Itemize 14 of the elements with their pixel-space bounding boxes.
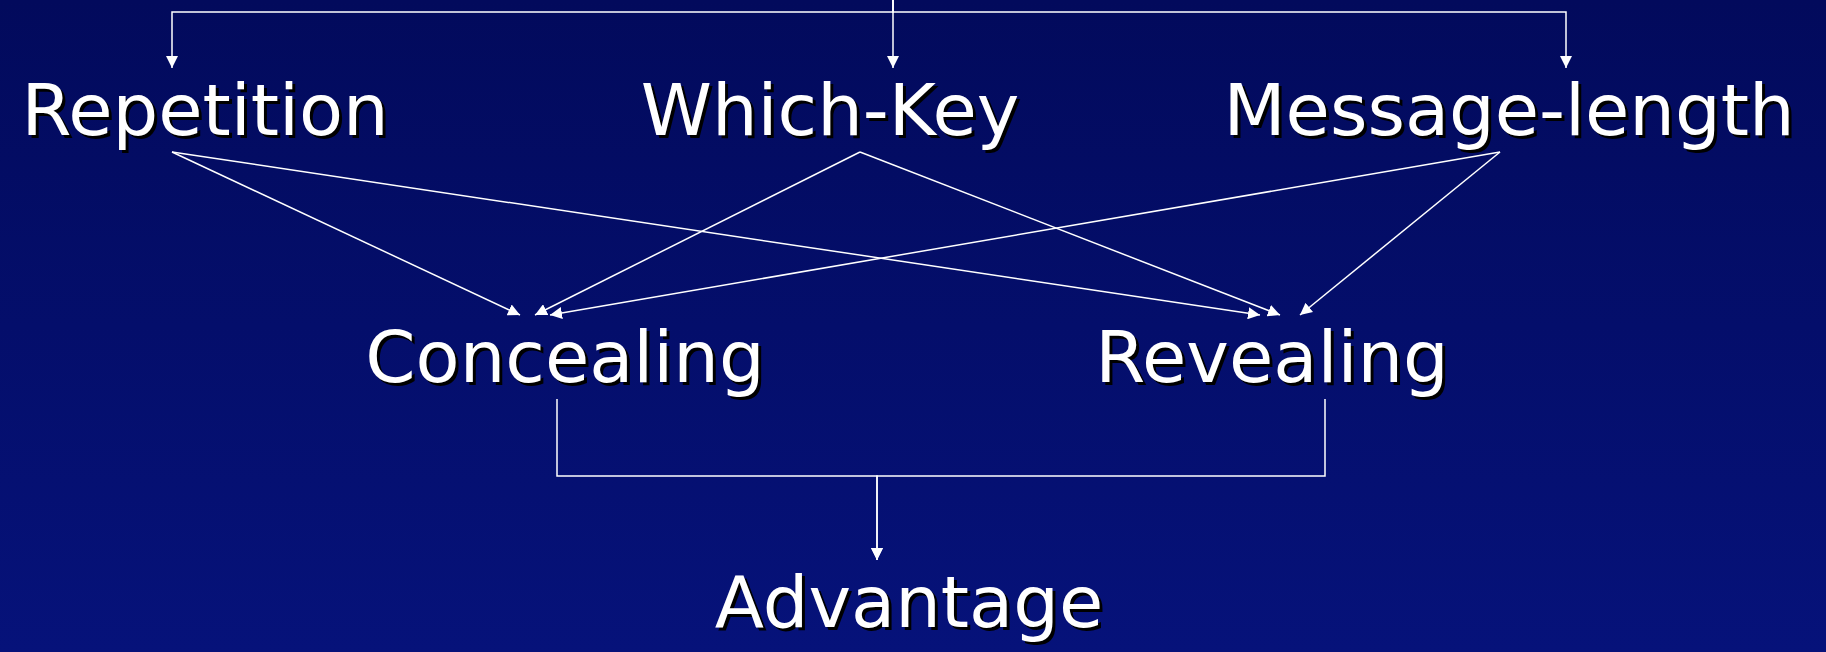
node-label: Concealing [355, 315, 775, 399]
arrow [871, 398, 1326, 561]
arrow [171, 151, 1261, 320]
arrow [171, 151, 521, 316]
node-label: Repetition [10, 68, 400, 152]
arrow [859, 151, 1281, 317]
arrow [534, 151, 861, 316]
arrow [892, 0, 1572, 69]
arrow [1299, 151, 1501, 316]
arrow [549, 151, 1501, 319]
node-label: Revealing [1072, 315, 1472, 399]
node-label: Message-length [1198, 68, 1820, 152]
node-label: Which-Key [620, 68, 1040, 152]
node-label: Advantage [699, 560, 1119, 644]
